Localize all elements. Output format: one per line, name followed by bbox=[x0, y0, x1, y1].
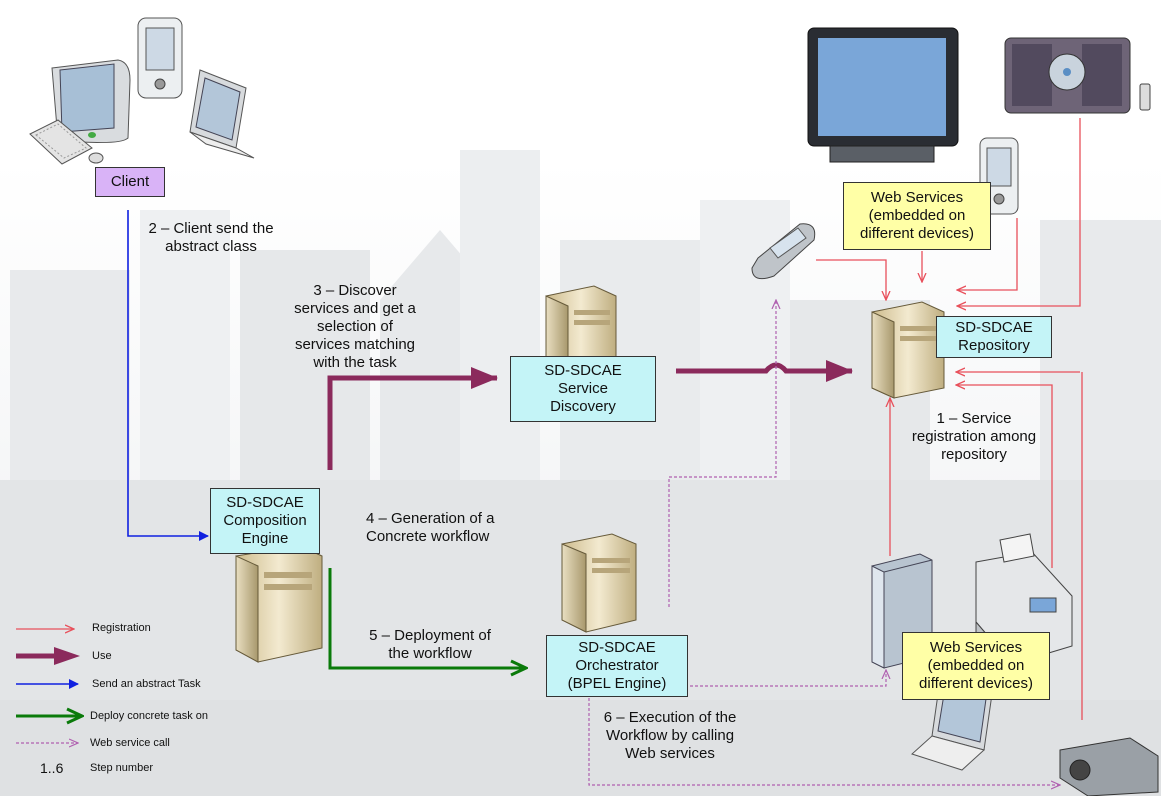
legend-use-label: Use bbox=[92, 650, 112, 662]
webcall-arrow-tower bbox=[690, 670, 886, 687]
step-4-label: 4 – Generation of a Concrete workflow bbox=[366, 510, 495, 545]
composition-server-icon bbox=[235, 545, 323, 663]
legend-webcall-label: Web service call bbox=[90, 737, 170, 749]
projector-icon bbox=[1059, 737, 1159, 796]
legend-registration-label: Registration bbox=[92, 622, 151, 634]
step-2-label: 2 – Client send the abstract class bbox=[148, 220, 274, 255]
composition-engine-box: SD-SDCAE Composition Engine bbox=[210, 488, 320, 554]
stereo-icon bbox=[1004, 37, 1151, 114]
use-arrow-repository bbox=[676, 360, 853, 382]
use-arrow-discovery bbox=[327, 367, 498, 470]
laptop-icon bbox=[189, 69, 255, 159]
legend-deploy-label: Deploy concrete task on bbox=[90, 710, 209, 722]
service-discovery-box: SD-SDCAE Service Discovery bbox=[510, 356, 656, 422]
legend-symbols bbox=[16, 629, 82, 743]
orchestrator-box: SD-SDCAE Orchestrator (BPEL Engine) bbox=[546, 635, 688, 697]
repository-server-icon bbox=[871, 301, 945, 399]
deploy-arrow bbox=[328, 568, 526, 668]
legend-step-number-label: Step number bbox=[90, 762, 153, 774]
step-5-label: 5 – Deployment of the workflow bbox=[369, 627, 491, 662]
step-6-label: 6 – Execution of the Workflow by calling… bbox=[603, 709, 737, 762]
web-services-top-box: Web Services (embedded on different devi… bbox=[843, 182, 991, 250]
web-services-bottom-box: Web Services (embedded on different devi… bbox=[902, 632, 1050, 700]
desktop-computer-icon bbox=[29, 59, 131, 165]
mobile-phone-icon bbox=[751, 223, 816, 280]
pda-icon bbox=[137, 17, 183, 99]
client-box: Client bbox=[95, 167, 165, 197]
webcall-arrow-projector bbox=[588, 698, 1060, 785]
orchestrator-server-icon bbox=[561, 533, 637, 633]
repository-box: SD-SDCAE Repository bbox=[936, 316, 1052, 358]
send-abstract-task-arrow bbox=[127, 210, 209, 541]
legend-step-symbol: 1..6 bbox=[40, 760, 64, 776]
legend-send-label: Send an abstract Task bbox=[92, 678, 201, 690]
step-1-label: 1 – Service registration among repositor… bbox=[911, 410, 1037, 463]
step-3-label: 3 – Discover services and get a selectio… bbox=[294, 282, 416, 371]
webcall-arrow-phone bbox=[668, 300, 776, 607]
tv-icon bbox=[807, 27, 959, 163]
registration-arrows bbox=[816, 118, 1083, 720]
